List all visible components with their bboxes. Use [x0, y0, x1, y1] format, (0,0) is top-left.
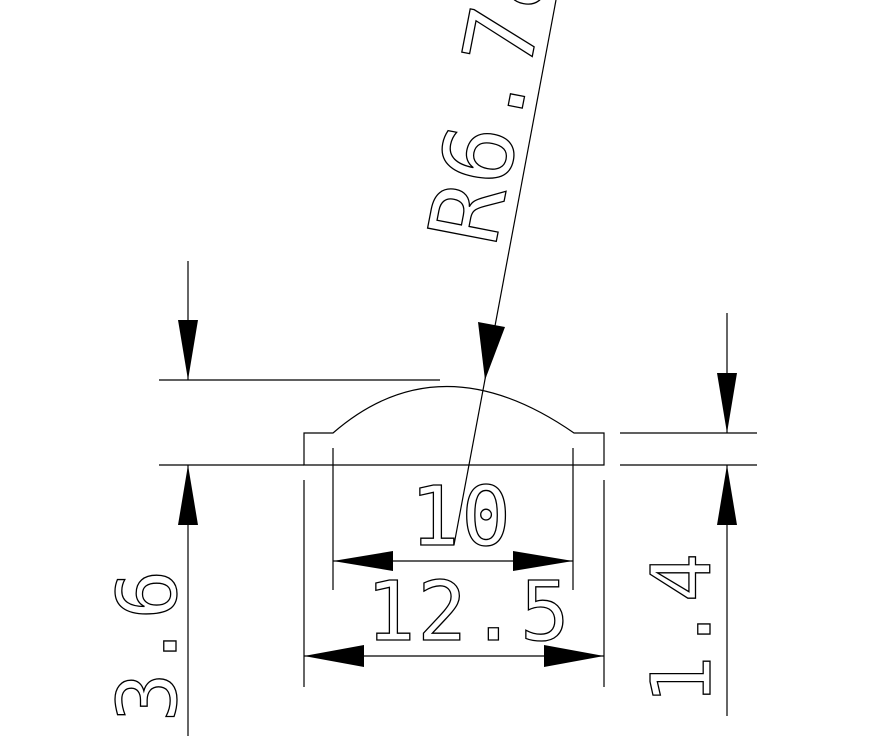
outer-width-label: 12.5 — [366, 565, 571, 660]
extension-lines — [159, 379, 757, 687]
base-height-dimension: 1.4 — [634, 313, 737, 716]
base-height-arrow-top — [717, 373, 737, 433]
total-height-arrow-bottom — [178, 465, 198, 525]
base-height-arrow-bottom — [717, 465, 737, 525]
total-height-dimension: 3.6 — [100, 261, 198, 736]
inner-width-arrow-right — [513, 551, 573, 571]
total-height-label: 3.6 — [101, 568, 196, 722]
outer-width-arrow-left — [304, 645, 364, 667]
total-height-arrow-top — [178, 320, 198, 380]
inner-width-label: 10 — [410, 470, 513, 565]
inner-width-dimension: 10 — [333, 469, 573, 571]
part-outline — [303, 386, 605, 466]
radius-leader-line — [453, 0, 557, 546]
radius-label: R6.78 — [408, 0, 575, 252]
outer-width-arrow-right — [544, 645, 604, 667]
inner-width-arrow-left — [333, 551, 393, 571]
outer-width-dimension: 12.5 — [304, 564, 604, 667]
part-profile — [303, 386, 605, 466]
base-height-label: 1.4 — [635, 551, 730, 705]
radius-arrowhead — [478, 322, 505, 380]
radius-dimension: R6.78 — [407, 0, 575, 546]
